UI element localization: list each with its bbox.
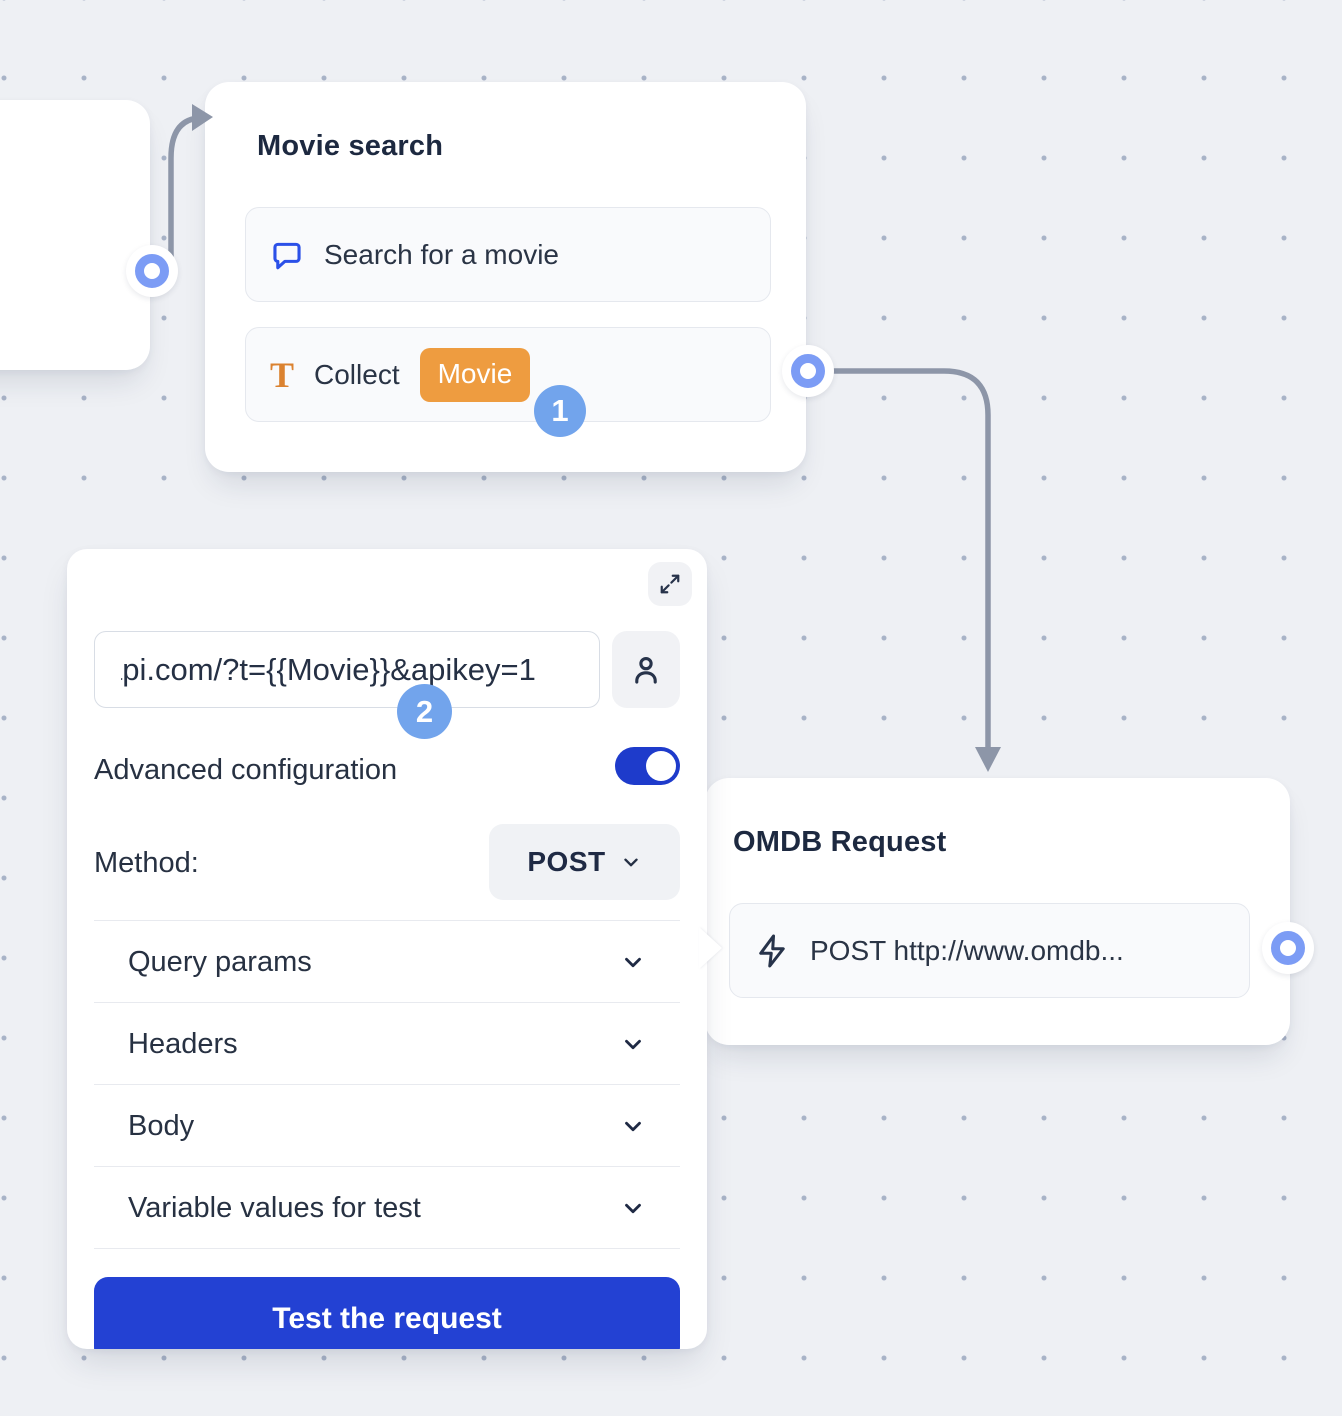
chevron-down-icon (625, 957, 641, 968)
step-1-badge: 1 (534, 385, 586, 437)
output-port-omdb-request[interactable] (1262, 922, 1314, 974)
divider (94, 1084, 680, 1085)
collect-movie-row[interactable]: T Collect Movie (245, 327, 771, 422)
toggle-knob (646, 751, 676, 781)
request-url-input[interactable] (94, 631, 600, 708)
omdb-request-title: OMDB Request (733, 826, 947, 858)
omdb-post-label: POST http://www.omdb... (810, 934, 1124, 966)
query-params-section[interactable]: Query params (94, 921, 680, 1003)
method-value: POST (527, 846, 606, 877)
user-icon (635, 656, 657, 684)
omdb-request-node[interactable]: OMDB Request POST http://www.omdb... (705, 778, 1290, 1045)
test-request-button[interactable]: Test the request (94, 1277, 680, 1349)
body-label: Body (128, 1109, 195, 1142)
step-2-badge: 2 (397, 684, 452, 739)
collect-label: Collect (314, 358, 400, 390)
search-for-movie-row[interactable]: Search for a movie (245, 207, 771, 302)
output-port-movie-search[interactable] (782, 345, 834, 397)
webhook-config-panel[interactable]: Advanced configuration Method: POST Quer… (67, 549, 707, 1349)
port-ring (135, 254, 169, 288)
previous-node-card[interactable] (0, 100, 150, 370)
chat-bubble-icon (273, 242, 301, 269)
movie-search-title: Movie search (257, 130, 444, 162)
variable-values-section[interactable]: Variable values for test (94, 1167, 680, 1249)
user-variables-button[interactable] (612, 631, 680, 708)
chevron-down-icon (625, 1203, 641, 1214)
divider (94, 1248, 680, 1249)
divider (94, 1166, 680, 1167)
expand-panel-button[interactable] (648, 562, 692, 606)
omdb-post-row[interactable]: POST http://www.omdb... (729, 903, 1250, 998)
panel-pointer-arrow (699, 927, 722, 969)
movie-variable-badge[interactable]: Movie (419, 347, 531, 402)
headers-section[interactable]: Headers (94, 1003, 680, 1085)
chevron-down-icon (625, 1039, 641, 1050)
body-section[interactable]: Body (94, 1085, 680, 1167)
divider (94, 920, 680, 921)
output-port-previous-node[interactable] (126, 245, 178, 297)
movie-search-node[interactable]: Movie search Search for a movie T Collec… (205, 82, 806, 472)
text-input-icon: T (270, 354, 295, 395)
chevron-down-icon (625, 1121, 641, 1132)
advanced-configuration-toggle[interactable] (615, 747, 680, 785)
port-ring (791, 354, 825, 388)
method-dropdown[interactable]: POST (489, 824, 680, 900)
port-ring (1271, 931, 1305, 965)
method-label: Method: (94, 847, 199, 879)
headers-label: Headers (128, 1027, 238, 1060)
query-params-label: Query params (128, 945, 312, 978)
advanced-configuration-label: Advanced configuration (94, 754, 398, 786)
variable-values-label: Variable values for test (128, 1191, 421, 1224)
lightning-icon (759, 934, 785, 967)
search-for-movie-label: Search for a movie (324, 238, 559, 270)
chevron-down-icon (623, 858, 638, 867)
divider (94, 1002, 680, 1003)
expand-icon (660, 574, 680, 594)
